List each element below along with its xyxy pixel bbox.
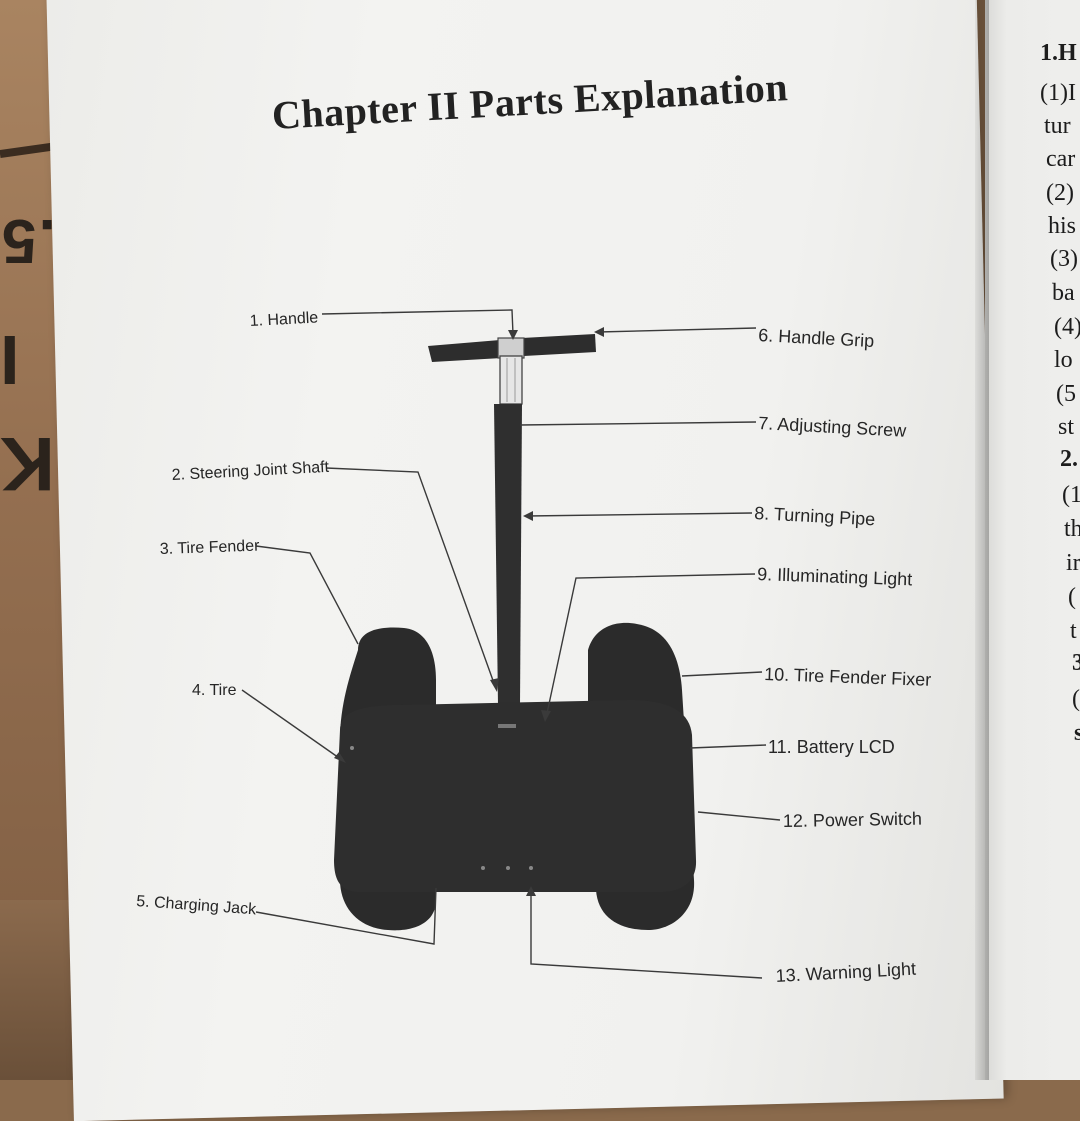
tire-marker (350, 746, 354, 750)
facing-line: (4) (1054, 314, 1080, 340)
book-gutter (975, 0, 989, 1080)
facing-line: ir (1066, 550, 1080, 576)
facing-line: tur (1044, 113, 1071, 139)
facing-line: 3 (1072, 650, 1080, 676)
part-label: 3. Tire Fender (160, 538, 261, 558)
facing-line: (2) (1046, 180, 1074, 206)
part-label: 6. Handle Grip (758, 325, 875, 351)
part-label: 12. Power Switch (783, 809, 922, 831)
facing-line: st (1058, 414, 1075, 440)
facing-line: 2. (1060, 446, 1078, 472)
facing-line: his (1048, 213, 1077, 239)
manual-facing-page (985, 0, 1080, 1080)
left-handle-grip (428, 340, 502, 362)
part-labels: 1. Handle 2. Steering Joint Shaft 3. Tir… (136, 309, 932, 986)
handle-crossbar (497, 337, 525, 359)
part-label: 5. Charging Jack (136, 893, 258, 918)
part-label: 7. Adjusting Screw (758, 413, 908, 441)
facing-line: s (1074, 720, 1080, 746)
leader-lines (241, 309, 781, 979)
facing-line: (1)I (1040, 80, 1076, 106)
warning-light-dot (529, 866, 533, 870)
facing-line: (5 (1056, 381, 1076, 407)
facing-line: th (1064, 516, 1080, 542)
upper-tube (499, 355, 523, 405)
facing-line: (1 (1062, 482, 1080, 508)
part-label: 4. Tire (192, 682, 237, 699)
facing-line: 1.H (1040, 40, 1077, 66)
facing-line: (3) (1050, 246, 1078, 272)
facing-line: car (1046, 146, 1076, 172)
part-label: 13. Warning Light (775, 959, 916, 986)
facing-line: ( (1068, 584, 1076, 610)
turning-pipe (494, 404, 522, 705)
part-label: 10. Tire Fender Fixer (764, 664, 932, 690)
right-handle-grip (522, 334, 596, 356)
parts-diagram: 1. Handle 2. Steering Joint Shaft 3. Tir… (136, 309, 932, 986)
part-label: 9. Illuminating Light (757, 564, 913, 589)
part-label: 8. Turning Pipe (754, 503, 876, 529)
warning-light-dot (481, 866, 485, 870)
battery-lcd-panel (498, 724, 516, 728)
facing-line: t (1070, 618, 1077, 644)
scooter-illustration (334, 334, 697, 931)
facing-line: ( (1072, 686, 1080, 712)
warning-light-dot (506, 866, 510, 870)
part-label: 1. Handle (249, 309, 318, 330)
base-body (334, 700, 697, 892)
part-label: 11. Battery LCD (768, 737, 895, 757)
facing-line: lo (1054, 347, 1073, 373)
part-label: 2. Steering Joint Shaft (171, 459, 330, 484)
facing-line: ba (1052, 280, 1075, 306)
